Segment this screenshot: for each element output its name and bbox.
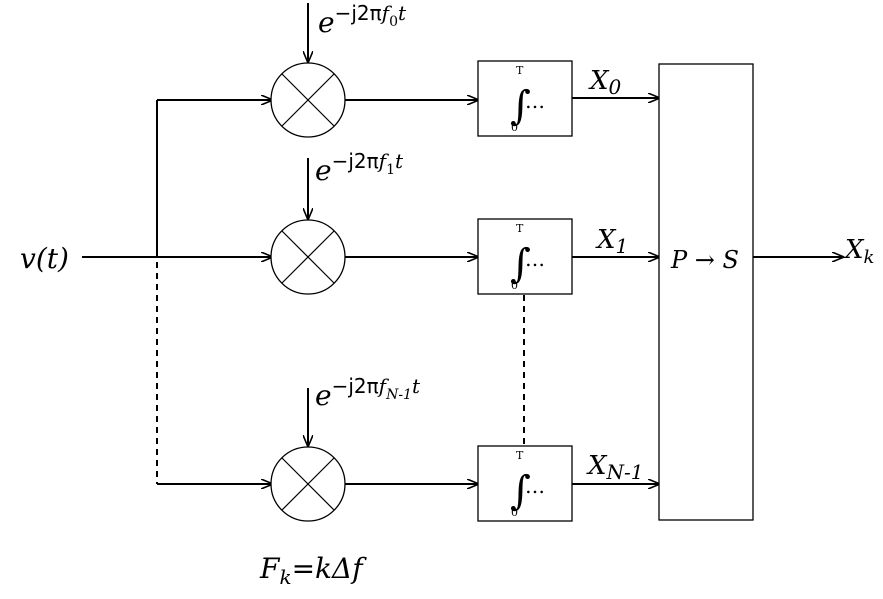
integrator-2: T ∫ … 0 bbox=[477, 445, 573, 522]
parallel-to-serial-block: P → S bbox=[658, 63, 754, 521]
branch-0: e−j2πf0t T ∫ … 0 X0 bbox=[270, 1, 659, 138]
integral-upper-0: T bbox=[516, 64, 524, 77]
frequency-formula: Fk=kΔf bbox=[259, 552, 367, 589]
mixer-1 bbox=[270, 219, 346, 295]
integral-dots-0: … bbox=[525, 89, 545, 113]
output-label-1: X1 bbox=[595, 225, 628, 258]
branch-2: e−j2πfN-1t T ∫ … 0 XN-1 bbox=[270, 374, 659, 522]
converter-label: P → S bbox=[670, 246, 739, 274]
input-label: v(t) bbox=[20, 242, 69, 275]
integral-dots-1: … bbox=[525, 247, 545, 271]
exp-label-0: e−j2πf0t bbox=[318, 1, 407, 39]
exp-label-1: e−j2πf1t bbox=[315, 149, 404, 187]
integral-upper-1: T bbox=[516, 222, 524, 235]
integral-lower-2: 0 bbox=[511, 506, 518, 519]
output-label-0: X0 bbox=[588, 66, 622, 99]
integral-sign-2: ∫ bbox=[510, 468, 531, 514]
integral-lower-0: 0 bbox=[511, 121, 518, 134]
integrator-1: T ∫ … 0 bbox=[477, 218, 573, 295]
integral-upper-2: T bbox=[516, 449, 524, 462]
integral-sign-0: ∫ bbox=[510, 83, 531, 129]
mixer-0 bbox=[270, 62, 346, 138]
output-label-2: XN-1 bbox=[586, 451, 644, 484]
mixer-2 bbox=[270, 446, 346, 522]
final-output-label: Xk bbox=[843, 235, 874, 268]
branch-1: e−j2πf1t T ∫ … 0 X1 bbox=[270, 149, 659, 295]
integral-sign-1: ∫ bbox=[510, 241, 531, 287]
integrator-0: T ∫ … 0 bbox=[477, 60, 573, 137]
integral-lower-1: 0 bbox=[511, 279, 518, 292]
integral-dots-2: … bbox=[525, 474, 545, 498]
exp-label-2: e−j2πfN-1t bbox=[315, 374, 421, 412]
